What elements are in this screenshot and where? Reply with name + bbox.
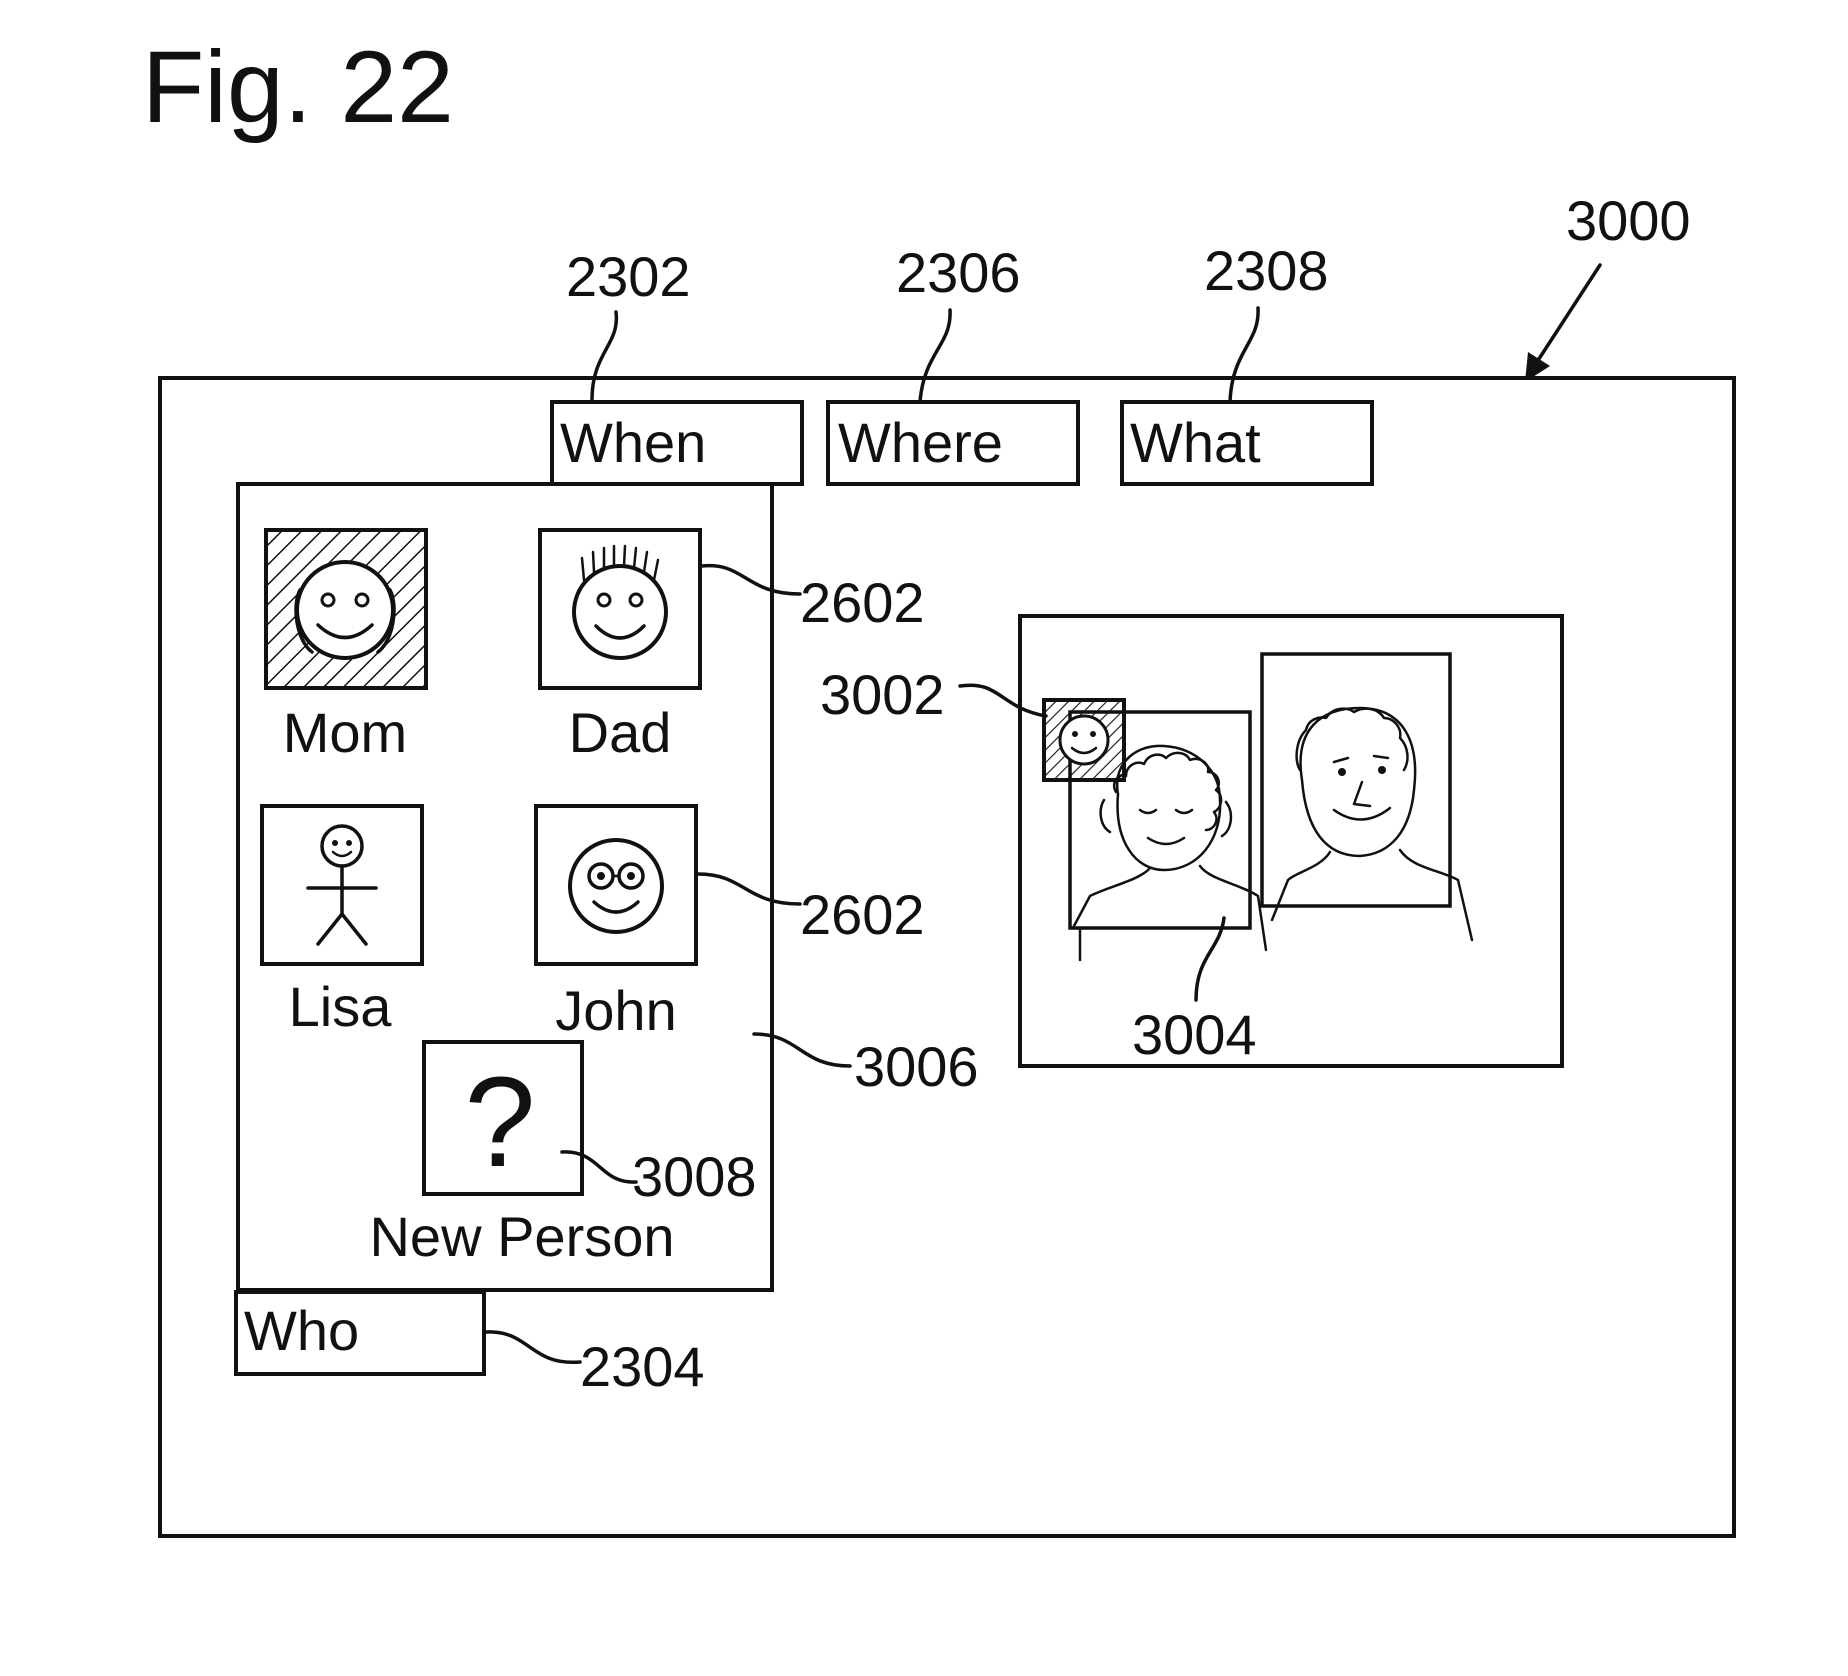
- ref-who-panel: 3006: [854, 1035, 979, 1098]
- glasses-face-icon: [570, 840, 662, 932]
- ref-john-icon: 2602: [800, 883, 925, 946]
- ref-dad-icon: 2602: [800, 571, 925, 634]
- person-mom[interactable]: Mom: [266, 530, 426, 764]
- ref-selected-icon: 3002: [820, 663, 945, 726]
- ref-photo-face: 3004: [1132, 1003, 1257, 1066]
- tab-where-label: Where: [838, 411, 1003, 474]
- ref-when-tab: 2302: [566, 245, 691, 308]
- person-dad-label: Dad: [569, 701, 672, 764]
- figure-title: Fig. 22: [142, 30, 454, 144]
- person-new-label: New Person: [369, 1205, 674, 1268]
- person-john[interactable]: John: [536, 806, 696, 1042]
- person-lisa-label: Lisa: [289, 975, 393, 1038]
- ref-what-tab: 2308: [1204, 239, 1329, 302]
- tab-what-label: What: [1130, 411, 1261, 474]
- tab-where[interactable]: Where: [828, 402, 1078, 484]
- ref-where-tab: 2306: [896, 241, 1021, 304]
- question-mark-icon: ?: [464, 1051, 535, 1194]
- ref-new-person: 3008: [632, 1145, 757, 1208]
- tab-when[interactable]: When: [552, 402, 802, 484]
- person-mom-label: Mom: [283, 701, 407, 764]
- tab-who-label: Who: [244, 1299, 359, 1362]
- ref-window-label: 3000: [1566, 189, 1691, 252]
- person-john-label: John: [555, 979, 676, 1042]
- ref-who-tab: 2304: [580, 1335, 705, 1398]
- tag-face-icon[interactable]: [1044, 700, 1124, 780]
- photo-frame[interactable]: [1020, 616, 1562, 1066]
- tab-what[interactable]: What: [1122, 402, 1372, 484]
- tab-when-label: When: [560, 411, 706, 474]
- tab-who[interactable]: Who: [236, 1292, 484, 1374]
- arrow-icon: [1525, 265, 1600, 382]
- hatched-face-icon: [296, 562, 394, 658]
